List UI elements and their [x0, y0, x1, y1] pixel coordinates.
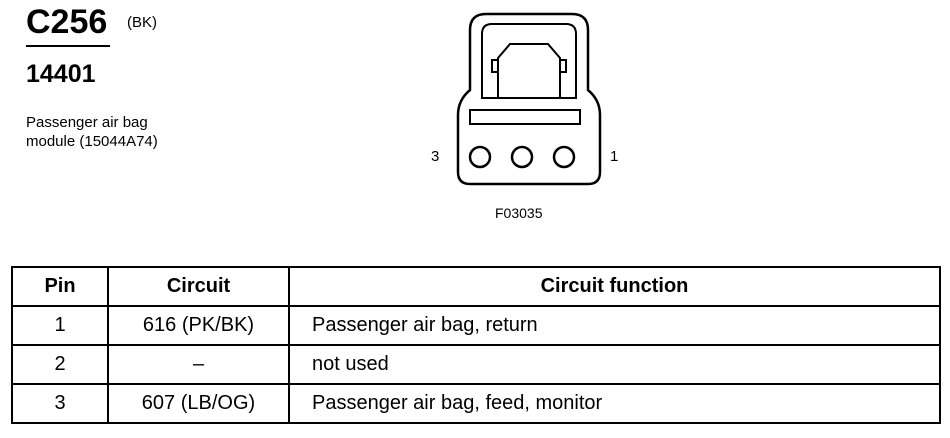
connector-latch — [497, 43, 561, 98]
description-line-2: module (15044A74) — [26, 133, 158, 150]
table-row: 2 – not used — [11, 344, 941, 385]
pin-table: Pin Circuit Circuit function 1 616 (PK/B… — [11, 266, 941, 424]
cell-circuit: – — [107, 344, 290, 385]
cell-pin: 3 — [11, 383, 109, 424]
cell-function: Passenger air bag, feed, monitor — [288, 383, 941, 424]
connector-inner-shell — [481, 23, 577, 99]
latch-nub-left — [491, 59, 499, 73]
table-header-row: Pin Circuit Circuit function — [11, 266, 941, 307]
connector-description: Passenger air bag module (15044A74) — [26, 113, 158, 151]
connector-outer-shell — [456, 12, 602, 186]
pin-label-left: 3 — [431, 148, 440, 165]
table-row: 3 607 (LB/OG) Passenger air bag, feed, m… — [11, 383, 941, 424]
cell-function: not used — [288, 344, 941, 385]
header-circuit: Circuit — [107, 266, 290, 307]
table-row: 1 616 (PK/BK) Passenger air bag, return — [11, 305, 941, 346]
cell-pin: 2 — [11, 344, 109, 385]
pin-cavity-1 — [552, 145, 576, 169]
part-number: 14401 — [26, 60, 96, 88]
pin-cavity-3 — [468, 145, 492, 169]
connector-face-diagram — [456, 12, 602, 186]
title-underline — [26, 45, 110, 47]
pin-cavity-2 — [510, 145, 534, 169]
cell-pin: 1 — [11, 305, 109, 346]
figure-code: F03035 — [495, 205, 543, 221]
header-pin: Pin — [11, 266, 109, 307]
connector-key-slot — [469, 109, 581, 125]
header-circuit-function: Circuit function — [288, 266, 941, 307]
description-line-1: Passenger air bag — [26, 114, 148, 131]
latch-nub-right — [559, 59, 567, 73]
cell-circuit: 616 (PK/BK) — [107, 305, 290, 346]
cell-circuit: 607 (LB/OG) — [107, 383, 290, 424]
cell-function: Passenger air bag, return — [288, 305, 941, 346]
connector-id: C256 — [26, 3, 108, 41]
pin-label-right: 1 — [610, 148, 619, 165]
connector-color: (BK) — [127, 14, 157, 31]
